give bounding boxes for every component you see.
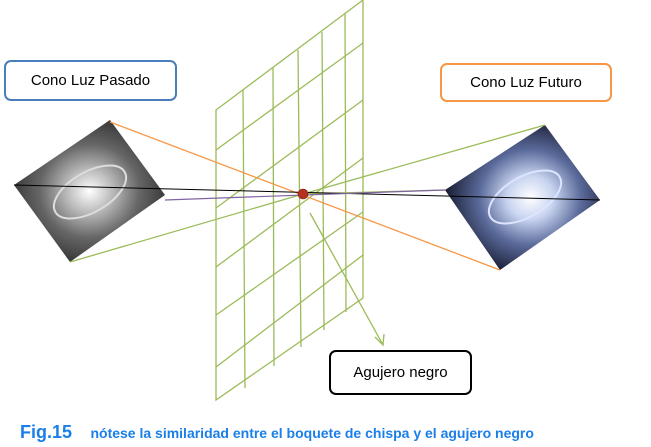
galaxy-past [14, 120, 165, 262]
black-hole-dot [297, 188, 309, 200]
grid-plane [215, 0, 364, 402]
black-hole-label: Agujero negro [329, 350, 472, 395]
figure-caption: Fig.15 nótese la similaridad entre el bo… [20, 422, 534, 443]
future-cone-label: Cono Luz Futuro [440, 63, 612, 102]
caption-text: nótese la similaridad entre el boquete d… [90, 425, 534, 441]
arrow [309, 212, 385, 347]
galaxy-future [445, 125, 600, 270]
past-cone-label: Cono Luz Pasado [4, 60, 177, 101]
figure-number: Fig.15 [20, 422, 73, 442]
